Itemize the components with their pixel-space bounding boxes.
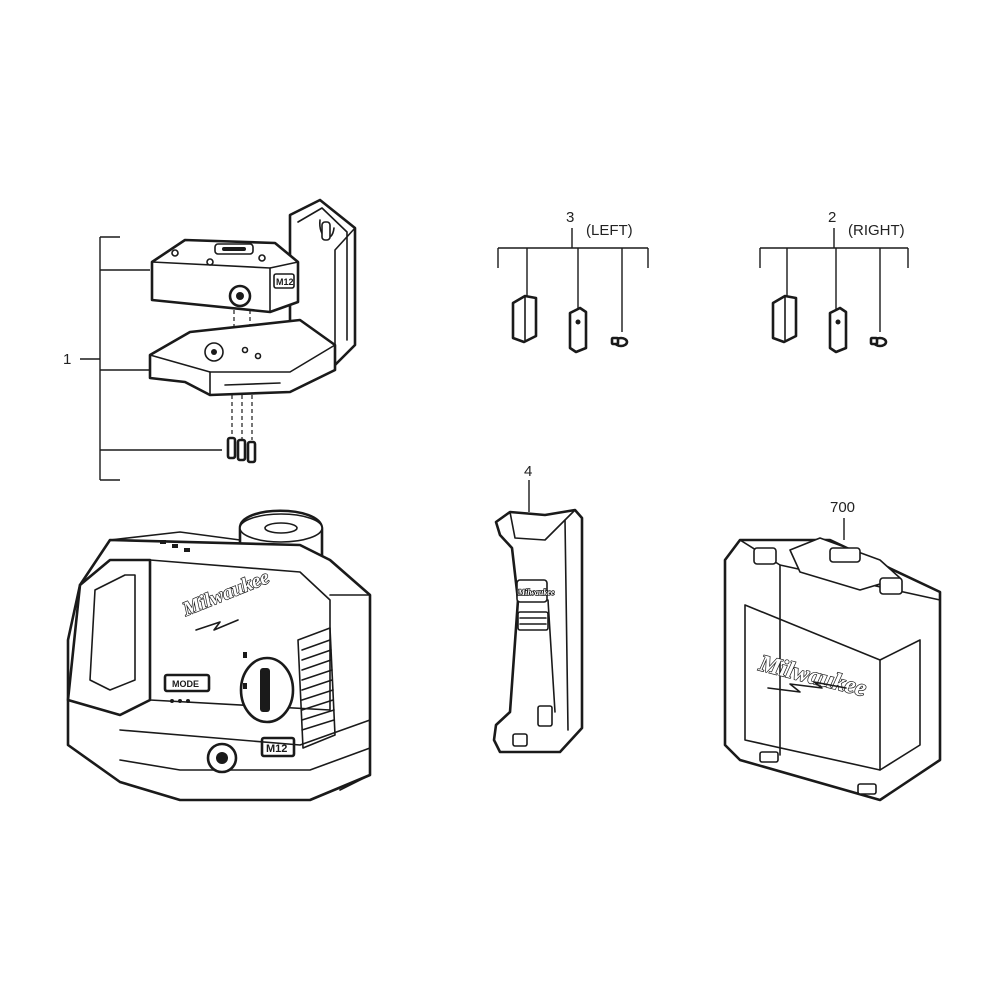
callout-4: 4 [524,463,532,480]
holder-brand-logo: Milwaukee [517,588,555,597]
laser-vent-grille [297,627,336,749]
callout-2: 2 [828,209,836,226]
callout-2-side: (RIGHT) [848,222,905,239]
right-slider-part [828,306,848,354]
mode-button-label: MODE [172,679,199,689]
left-clip-part [511,294,538,344]
case-lightning-mark [767,681,847,693]
bracket-screws [226,436,257,464]
callout-1: 1 [63,351,71,368]
laser-level-body: Milwaukee MODE M12 [66,509,372,802]
right-screw-part [869,336,888,348]
left-screw-part [610,336,629,348]
callout-3-leader [497,228,649,332]
callout-1-bracket [80,236,222,481]
laser-rotary-switch [239,652,295,724]
left-slider-part [568,306,588,354]
laser-lightning-mark [195,619,239,631]
callout-2-leader [759,228,909,332]
bracket-clamp-top: M12 [150,238,300,314]
right-clip-part [771,294,798,344]
parts-group-left: 3 (LEFT) [497,209,649,354]
callout-700: 700 [830,499,855,516]
laser-holder: 4 Milwaukee [492,463,584,754]
parts-group-right: 2 (RIGHT) [759,209,909,354]
carrying-case: 700 Milwaukee [723,499,942,802]
battery-badge-label: M12 [266,743,287,755]
bracket-assembly: 1 M12 [63,198,357,481]
mode-button [163,673,211,693]
callout-3: 3 [566,209,574,226]
bracket-base-plate [148,318,337,397]
callout-3-side: (LEFT) [586,222,633,239]
bracket-battery-label: M12 [276,277,294,287]
